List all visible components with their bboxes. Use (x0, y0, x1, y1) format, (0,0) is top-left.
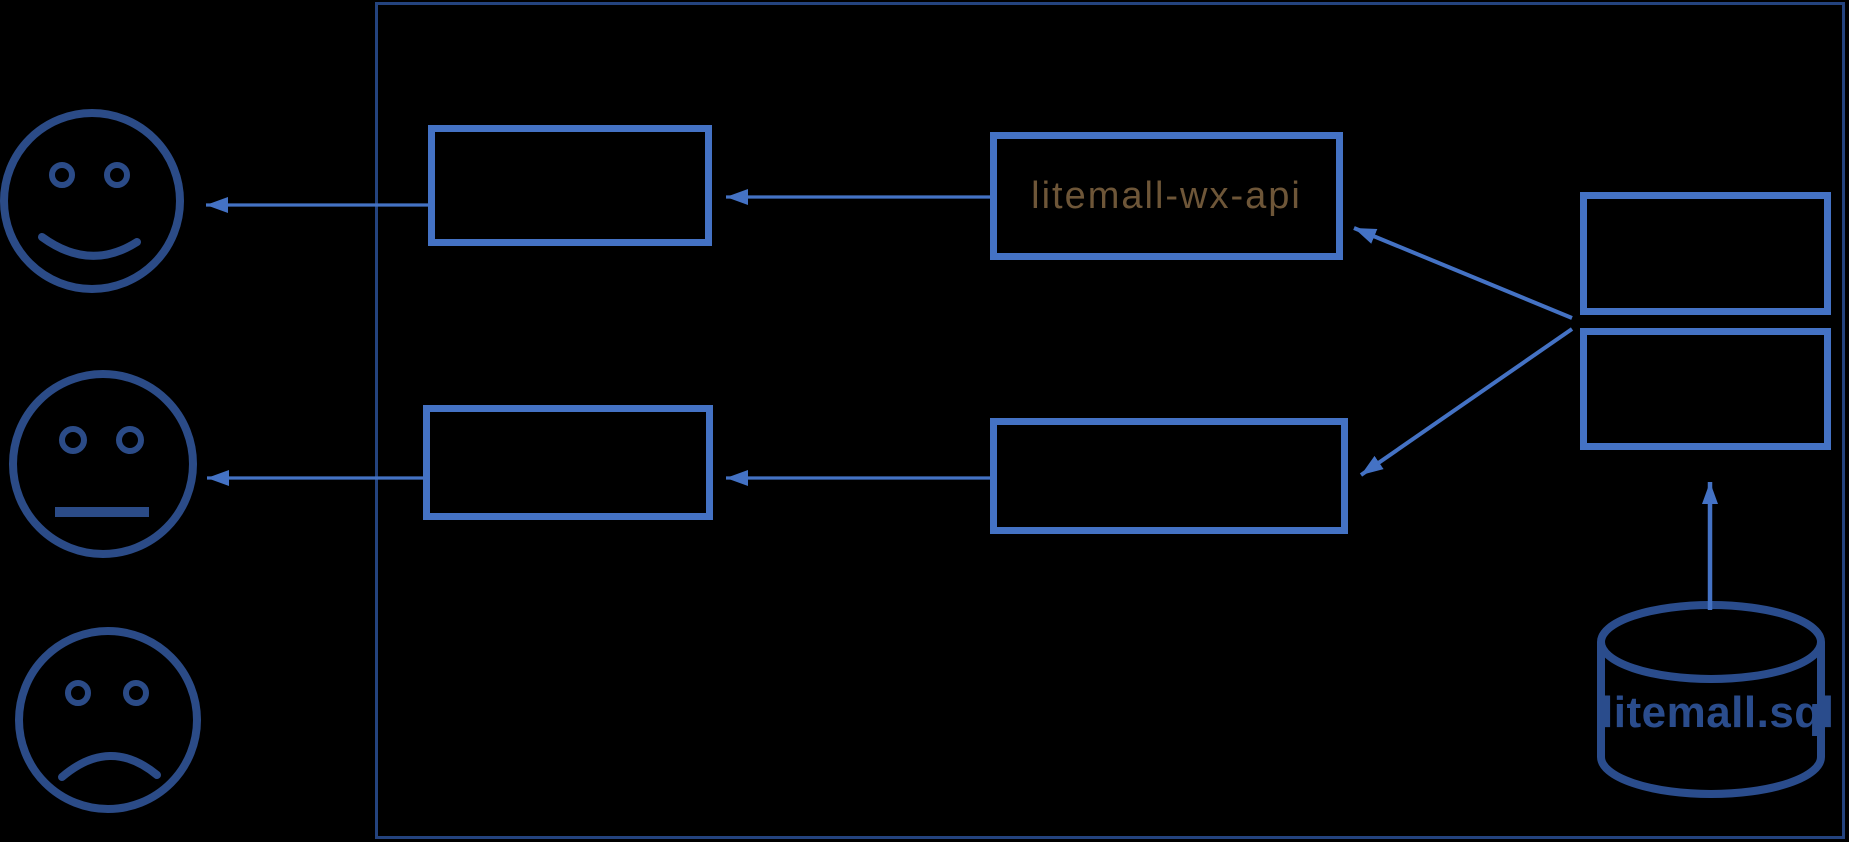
neutral-face-icon (9, 370, 197, 558)
sad-face-icon (15, 627, 201, 813)
box-center-top: litemall-wx-api (990, 132, 1343, 260)
box-left-top (428, 125, 712, 246)
system-boundary-box (375, 2, 1845, 839)
box-right-top (1580, 192, 1831, 315)
database-label: litemall.sql (1601, 688, 1835, 737)
happy-face-icon (0, 109, 184, 293)
box-right-bottom (1580, 328, 1831, 450)
box-center-middle (990, 418, 1348, 534)
wx-api-box-label: litemall-wx-api (1031, 174, 1302, 217)
box-left-middle (423, 405, 713, 520)
